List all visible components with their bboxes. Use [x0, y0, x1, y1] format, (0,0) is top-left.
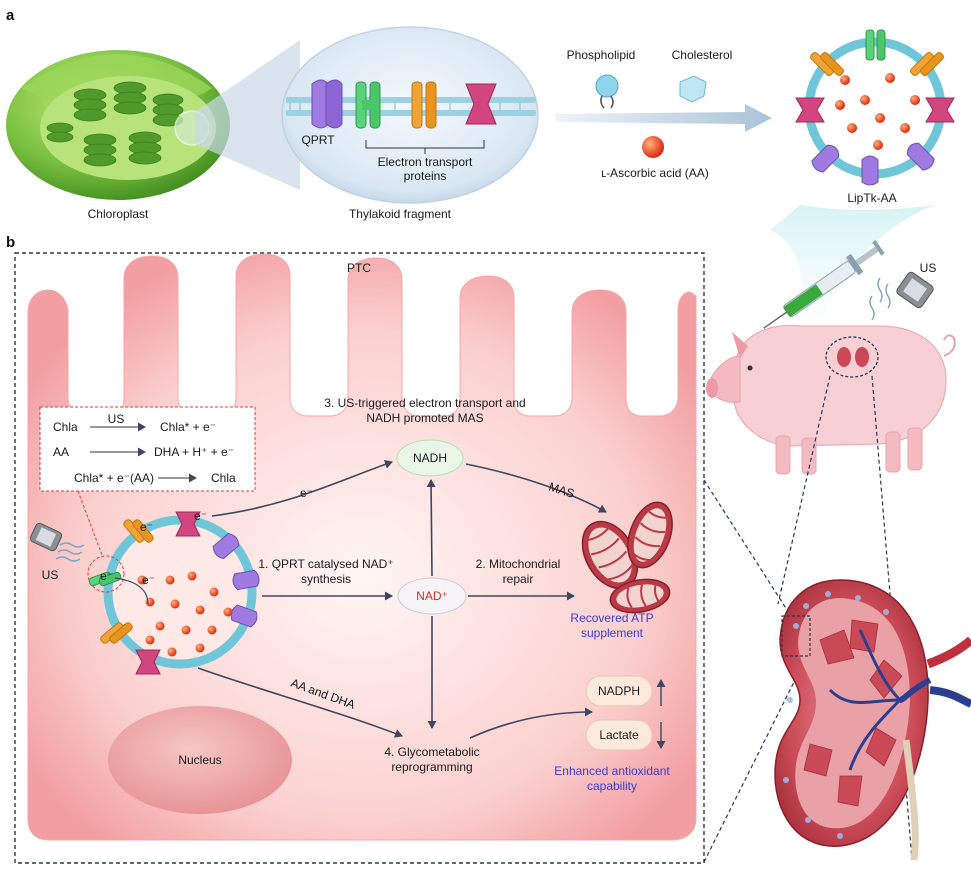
panel-label-a: a [6, 7, 15, 24]
connector-pig-kidney-1 [777, 375, 831, 605]
step1-line2: synthesis [301, 572, 351, 586]
electron-label-2: e⁻ [194, 509, 207, 523]
connector-pig-kidney-2 [871, 375, 913, 861]
antioxidant-line2: capability [587, 779, 637, 793]
electron-label-4: e⁻ [142, 573, 155, 587]
nadph-node [585, 675, 653, 707]
panel-label-b: b [6, 234, 15, 251]
arrow-aa-dha [197, 667, 403, 738]
ascorbic-acid-icon [642, 136, 664, 158]
us-label-cell: US [42, 568, 59, 582]
step3-line1: 3. US-triggered electron transport and [324, 396, 525, 410]
kidney-illustration [774, 579, 971, 861]
arrow-electron-to-nadh [211, 460, 393, 517]
electron-label-1: e⁻ [140, 520, 153, 534]
eq1-right: Chla* + e⁻ [160, 420, 216, 434]
nadh-node [396, 439, 464, 477]
cholesterol-label: Cholesterol [672, 48, 733, 62]
atp-line2: supplement [581, 626, 644, 640]
ptc-cell [27, 253, 697, 841]
ascorbic-acid-label: ʟ-Ascorbic acid (AA) [601, 166, 709, 180]
panel-b-frame [14, 252, 705, 864]
connector-cell-kidney-2 [703, 653, 809, 863]
lactate-label: Lactate [599, 728, 639, 742]
nadph-label: NADPH [598, 684, 640, 698]
eq2-left: AA [53, 445, 69, 459]
antioxidant-line1: Enhanced antioxidant [554, 764, 670, 778]
step4-line1: 4. Glycometabolic [384, 745, 479, 759]
arrow-nad-to-nadh [426, 479, 436, 577]
etp-label-line1: Electron transport [378, 155, 473, 169]
eq3-left: Chla* + e⁻(AA) [74, 471, 154, 485]
us-label-pig: US [920, 261, 937, 275]
step1-line1: 1. QPRT catalysed NAD⁺ [258, 557, 393, 571]
nad-node [397, 577, 467, 615]
mitochondria-illustration [581, 501, 673, 614]
step2-line1: 2. Mitochondrial [476, 557, 561, 571]
electron-arrow-label: e⁻ [300, 486, 313, 500]
step2-line2: repair [503, 572, 534, 586]
step4-line2: reprogramming [391, 760, 472, 774]
step3-line2: NADH promoted MAS [366, 411, 483, 425]
thylakoid-bubble [281, 26, 539, 204]
liposome-in-cell [87, 511, 260, 675]
pig-illustration [706, 324, 956, 475]
nad-label: NAD⁺ [416, 589, 448, 603]
arrow-nadh-to-mitochondria [465, 463, 607, 513]
etp-label-line2: proteins [404, 169, 447, 183]
arrow-glyco-to-antioxidant [469, 707, 593, 739]
chloroplast-label: Chloroplast [88, 207, 149, 221]
chloroplast-illustration [6, 50, 230, 200]
thylakoid-label: Thylakoid fragment [349, 207, 452, 221]
syringe-illustration [763, 240, 885, 329]
liptk-aa-label: LipTk-AA [847, 191, 896, 205]
lactate-node [585, 719, 653, 751]
ultrasound-probe-icon [29, 522, 85, 562]
eq1-left: Chla [53, 420, 78, 434]
electron-label-3: e⁻ [100, 569, 113, 583]
phospholipid-label: Phospholipid [567, 48, 636, 62]
nadh-label: NADH [413, 451, 447, 465]
equation-box [39, 406, 256, 492]
nucleus [108, 706, 292, 814]
connector-cell-kidney-1 [703, 479, 797, 625]
zoom-beam [195, 40, 300, 190]
liptk-aa-liposome [795, 29, 955, 186]
ultrasound-probe-right-icon [869, 271, 934, 321]
eq3-right: Chla [211, 471, 236, 485]
eq2-right: DHA + H⁺ + e⁻ [154, 445, 234, 459]
cholesterol-icon [679, 75, 707, 103]
ptc-label: PTC [347, 261, 371, 275]
qprt-label: QPRT [301, 133, 335, 147]
equation-leader [77, 490, 103, 556]
phospholipid-icon [595, 74, 619, 109]
nucleus-label: Nucleus [178, 753, 221, 767]
atp-line1: Recovered ATP [570, 611, 653, 625]
assembly-arrow [555, 104, 772, 132]
eq1-condition: US [108, 412, 125, 426]
